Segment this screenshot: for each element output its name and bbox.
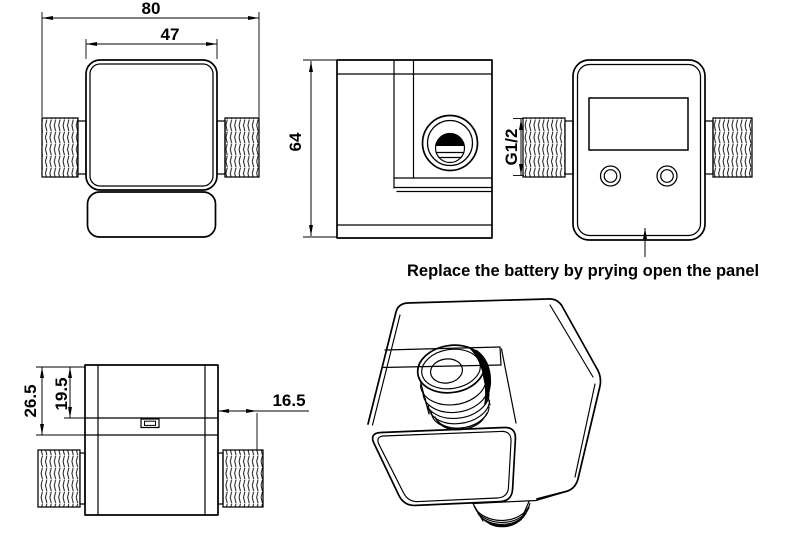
meter-body-outline	[85, 59, 218, 191]
pry-slot-inner	[144, 420, 156, 426]
dim-label-thread-length: 16.5	[272, 391, 305, 410]
boss-shading	[470, 349, 492, 406]
button-left-inner	[603, 169, 618, 183]
iso-front-panel-inner	[377, 430, 512, 503]
iso-seam-connector	[499, 346, 502, 366]
iso-edge-double	[574, 383, 596, 478]
button-right	[656, 165, 678, 187]
dim-label-depth-total: 26.5	[21, 384, 40, 417]
thread-collar-right	[216, 120, 226, 175]
boss-bottom-arc	[437, 417, 485, 431]
iso-top-seam	[384, 346, 501, 351]
bottom-thread-arc	[473, 502, 531, 522]
dim-label-depth-inner: 19.5	[52, 377, 71, 410]
thread-size-dimension: G1/2	[502, 118, 524, 176]
front-view	[522, 59, 753, 241]
port-bore	[434, 132, 466, 164]
boss-thread-arc	[419, 379, 487, 406]
port-outer-circle	[421, 114, 479, 172]
button-left	[599, 165, 622, 187]
top-view: 26.5 19.5 16.5	[21, 364, 309, 516]
thread-collar-right	[704, 120, 714, 175]
rear-view: 80 47	[41, 0, 260, 238]
iso-step-edge	[500, 348, 517, 424]
meter-front-inner-line	[576, 63, 702, 237]
pipe-thread-left	[37, 449, 81, 508]
boss-thread-arc	[424, 393, 490, 420]
iso-edge-double	[549, 304, 594, 378]
side-view: 64	[286, 59, 493, 239]
pipe-thread-right	[712, 117, 753, 178]
dim-label-body-width: 47	[161, 25, 180, 44]
pipe-thread-left	[522, 117, 566, 178]
isometric-view	[367, 298, 602, 528]
thread-collar-left	[77, 120, 87, 175]
port-ring	[426, 119, 474, 167]
boss-side-edge	[418, 377, 430, 415]
battery-annotation: Replace the battery by prying open the p…	[407, 228, 759, 280]
iso-silhouette	[367, 298, 602, 500]
top-body-outline	[84, 364, 219, 516]
bottom-thread-arc	[488, 520, 519, 528]
lower-compartment	[86, 191, 217, 238]
side-body-outline	[336, 59, 493, 239]
lcd-display	[588, 97, 689, 151]
iso-top-thread-boss	[416, 344, 492, 431]
battery-caption: Replace the battery by prying open the p…	[407, 262, 759, 280]
thread-collar-left	[564, 120, 574, 175]
pry-slot	[140, 418, 160, 429]
meter-front-outline	[572, 59, 706, 241]
iso-edge-double	[371, 314, 401, 426]
button-right-inner	[660, 169, 674, 183]
iso-bottom-thread	[472, 500, 531, 528]
dim-label-thread-size: G1/2	[502, 129, 521, 166]
boss-bore-ellipse	[429, 358, 464, 384]
meter-body-inner-line	[89, 63, 214, 187]
dim-label-body-height: 64	[286, 132, 305, 151]
port-shading	[435, 133, 465, 146]
iso-front-panel	[371, 426, 517, 507]
dim-label-overall-width: 80	[142, 0, 161, 18]
pipe-thread-right	[222, 449, 264, 508]
pipe-thread-right	[224, 117, 260, 178]
pipe-thread-left	[41, 117, 79, 178]
boss-side-edge	[482, 375, 491, 406]
